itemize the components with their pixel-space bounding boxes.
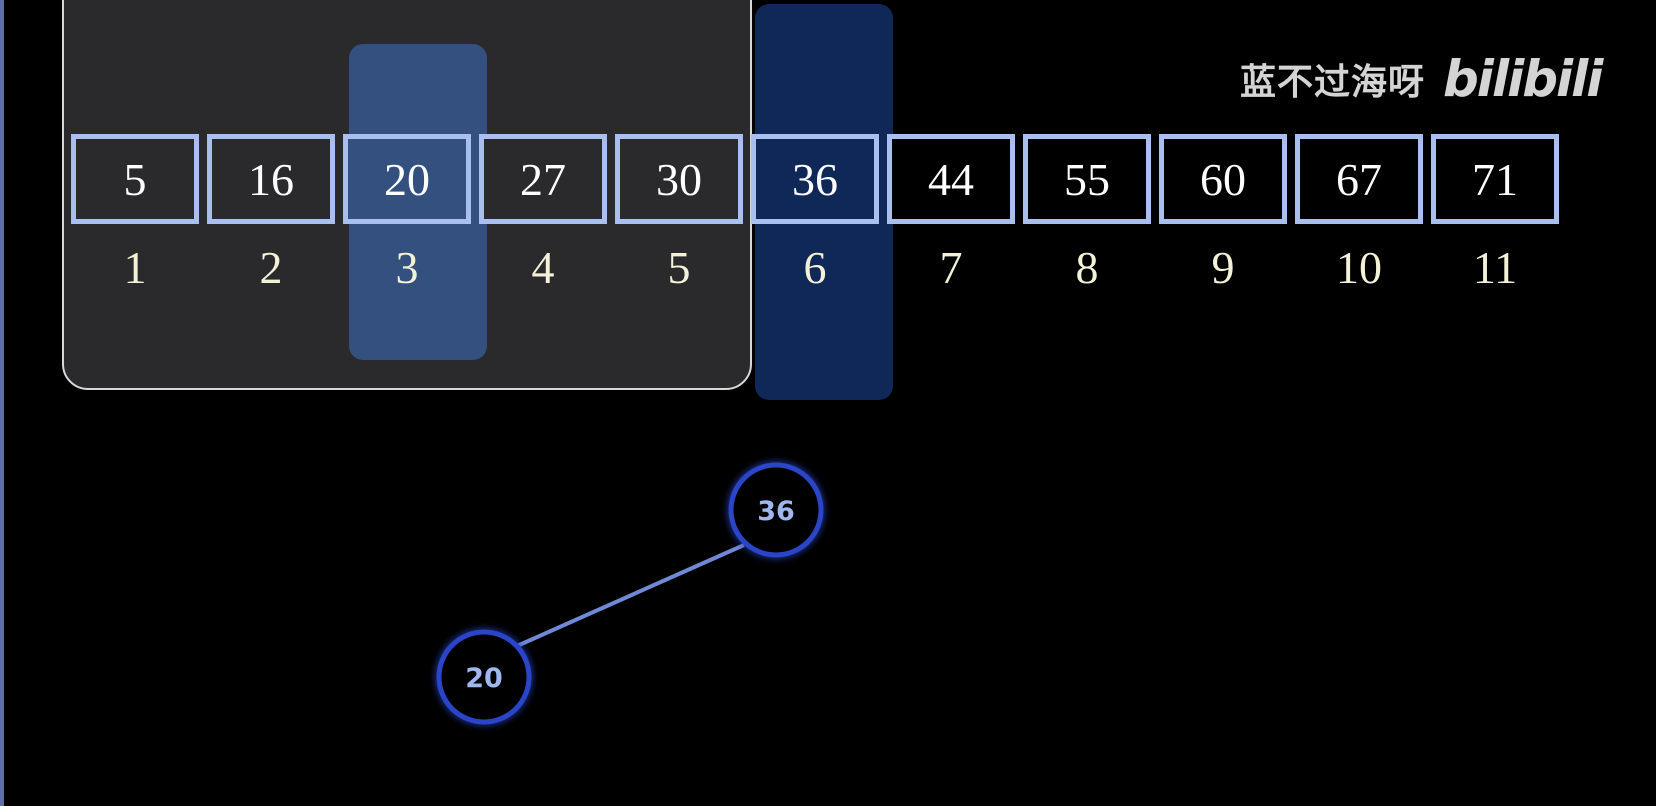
array-cell: 60: [1159, 134, 1287, 224]
watermark: 蓝不过海呀 bilibili: [1240, 50, 1603, 108]
array-cell: 27: [479, 134, 607, 224]
array-cell: 5: [71, 134, 199, 224]
tree-node-circle: [436, 629, 532, 725]
tree-node-label: 20: [465, 663, 503, 694]
array-index: 2: [259, 242, 283, 293]
cell-value: 30: [656, 153, 702, 205]
array-cell: 16: [207, 134, 335, 224]
tree-node-root: 36: [728, 462, 824, 558]
array-cell: 44: [887, 134, 1015, 224]
array-cell: 55: [1023, 134, 1151, 224]
array-cell-root: 36: [751, 134, 879, 224]
cell-value: 60: [1200, 153, 1246, 205]
array-index: 8: [1075, 242, 1099, 293]
cell-value: 36: [792, 153, 838, 205]
left-border-rule: [0, 0, 4, 806]
array-index: 5: [667, 242, 691, 293]
tree-node-label: 36: [757, 496, 795, 527]
array-index: 9: [1211, 242, 1235, 293]
array-index: 1: [123, 242, 147, 293]
array-cell-mid: 20: [343, 134, 471, 224]
array-cell: 67: [1295, 134, 1423, 224]
array-cell: 71: [1431, 134, 1559, 224]
cell-value: 71: [1472, 153, 1518, 205]
array-index: 6: [803, 242, 827, 293]
array-index: 10: [1336, 242, 1382, 293]
cell-value: 67: [1336, 153, 1382, 205]
array-index: 4: [531, 242, 555, 293]
cell-value: 55: [1064, 153, 1110, 205]
cell-value: 5: [123, 153, 147, 205]
cell-value: 20: [384, 153, 430, 205]
cell-value: 16: [248, 153, 294, 205]
cell-value: 27: [520, 153, 566, 205]
array-index: 7: [939, 242, 963, 293]
array-index: 11: [1472, 242, 1518, 293]
array-cell: 30: [615, 134, 743, 224]
array-indices: 1 2 3 4 5 6 7 8 9 10 11: [71, 238, 1559, 298]
sorted-array: 5 16 20 27 30 36 44 55 60 67 71: [71, 134, 1559, 224]
channel-name: 蓝不过海呀: [1240, 62, 1426, 103]
cell-value: 44: [928, 153, 974, 205]
tree-node-left-child: 20: [436, 629, 532, 725]
tree-node-circle: [728, 462, 824, 558]
array-index: 3: [395, 242, 419, 293]
bilibili-logo: bilibili: [1443, 50, 1603, 108]
tree-edge: [516, 543, 745, 648]
